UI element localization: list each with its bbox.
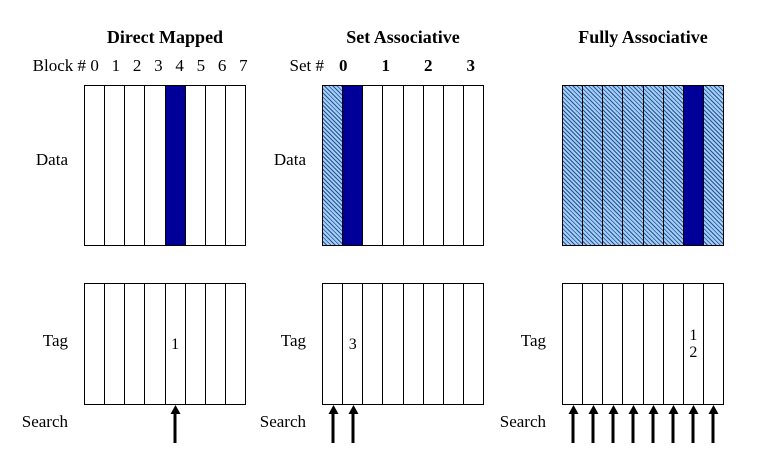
block-number-label: Block # (32, 56, 86, 75)
panel-title: Set Associative (346, 27, 460, 47)
data-block-cell (602, 86, 623, 245)
data-block-cell (124, 86, 144, 245)
data-block-cell (582, 86, 603, 245)
index-value: 2 (132, 56, 142, 75)
tag-cell (422, 284, 443, 404)
data-block-cell (342, 86, 363, 245)
search-arrow-icon (328, 405, 339, 443)
search-arrows (562, 405, 724, 443)
data-label: Data (273, 150, 306, 169)
data-block-cell (362, 86, 382, 245)
tag-cell (204, 284, 225, 404)
tag-cell (382, 284, 402, 404)
tag-cell (662, 284, 683, 404)
data-block-cell (682, 86, 703, 245)
tag-label: Tag (42, 331, 68, 350)
data-block-cell (563, 86, 583, 245)
data-block-cell (323, 86, 343, 245)
data-block-cell (144, 86, 164, 245)
tag-cell: 3 (342, 284, 362, 404)
data-block-cell (402, 86, 423, 245)
search-arrow-icon (608, 405, 619, 443)
index-value: 0 (339, 56, 348, 75)
data-block-cell (662, 86, 683, 245)
tag-cell (104, 284, 124, 404)
index-value: 6 (217, 56, 227, 75)
data-block-cell (622, 86, 643, 245)
tag-cell: 1 (164, 284, 185, 404)
data-block-cell (382, 86, 402, 245)
data-block-cell (224, 86, 245, 245)
tag-cell (402, 284, 423, 404)
data-box (84, 85, 246, 246)
search-arrow-icon (628, 405, 639, 443)
search-arrow-icon (170, 405, 181, 443)
tag-cell (642, 284, 663, 404)
tag-cell (124, 284, 144, 404)
search-label: Search (499, 412, 546, 431)
data-block-cell (104, 86, 124, 245)
panel-title: Fully Associative (578, 27, 708, 47)
search-arrow-icon (648, 405, 659, 443)
index-value: 3 (154, 56, 163, 75)
index-value: 2 (424, 56, 433, 75)
search-arrow-icon (588, 405, 599, 443)
tag-cell (224, 284, 245, 404)
search-label: Search (21, 412, 68, 431)
tag-value: 2 (689, 344, 698, 361)
search-arrow-icon (668, 405, 679, 443)
data-block-cell (422, 86, 443, 245)
tag-value: 1 (171, 335, 180, 353)
index-value: 7 (239, 56, 248, 75)
tag-box: 1 (84, 283, 246, 405)
panel-title: Direct Mapped (106, 27, 224, 47)
tag-box: 3 (322, 283, 484, 405)
index-value: 1 (111, 56, 121, 75)
tag-cell (602, 284, 622, 404)
search-arrow-icon (568, 405, 579, 443)
search-label: Search (259, 412, 306, 431)
tag-cell (563, 284, 582, 404)
data-box (562, 85, 724, 246)
data-block-cell (184, 86, 205, 245)
data-box (322, 85, 484, 246)
data-label: Data (35, 150, 68, 169)
data-block-cell (702, 86, 723, 245)
index-value: 4 (175, 56, 184, 75)
data-block-cell (164, 86, 185, 245)
index-value: 1 (381, 56, 391, 75)
index-row: 0 1 2 3 (322, 56, 492, 76)
tag-cell (362, 284, 382, 404)
tag-value: 1 (689, 327, 698, 344)
tag-cell (442, 284, 463, 404)
tag-cell (622, 284, 642, 404)
tag-cell (462, 284, 483, 404)
index-value: 0 (90, 56, 99, 75)
tag-cell (184, 284, 205, 404)
search-arrow-icon (688, 405, 699, 443)
data-block-cell (204, 86, 225, 245)
data-block-cell (642, 86, 663, 245)
data-block-cell (462, 86, 483, 245)
tag-label: Tag (280, 331, 306, 350)
search-arrows (84, 405, 246, 443)
tag-cell (144, 284, 164, 404)
tag-cell (582, 284, 602, 404)
tag-value: 3 (348, 335, 357, 353)
search-arrows (322, 405, 484, 443)
set-number-label: Set # (289, 56, 324, 75)
search-arrow-icon (348, 405, 359, 443)
index-value: 3 (466, 56, 476, 75)
tag-label: Tag (520, 331, 546, 350)
tag-cell (702, 284, 723, 404)
data-block-cell (442, 86, 463, 245)
search-arrow-icon (708, 405, 719, 443)
index-value: 5 (196, 56, 206, 75)
